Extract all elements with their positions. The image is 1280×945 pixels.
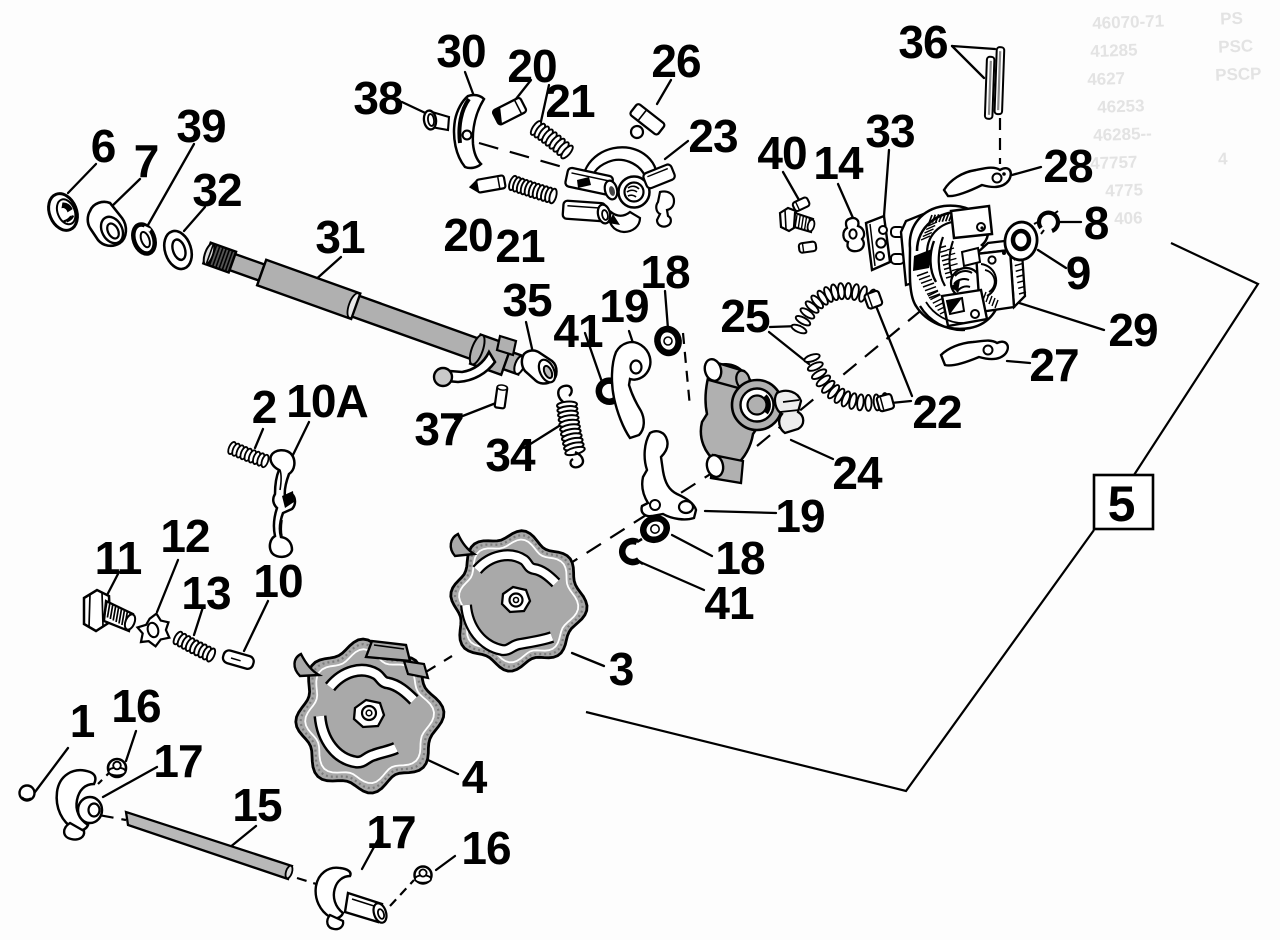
svg-text:15: 15	[232, 779, 282, 831]
svg-text:13: 13	[181, 567, 230, 619]
svg-text:29: 29	[1108, 304, 1157, 356]
svg-text:20: 20	[507, 40, 556, 92]
svg-text:46070-71: 46070-71	[1092, 11, 1164, 32]
svg-text:21: 21	[495, 220, 545, 272]
svg-text:4: 4	[462, 751, 488, 803]
svg-text:30: 30	[436, 25, 485, 77]
svg-text:6: 6	[91, 120, 116, 172]
svg-text:27: 27	[1029, 339, 1078, 391]
svg-text:24: 24	[832, 447, 883, 499]
svg-text:3: 3	[609, 643, 634, 695]
svg-text:37: 37	[414, 403, 463, 455]
svg-text:41: 41	[553, 305, 603, 357]
svg-text:21: 21	[545, 75, 595, 127]
svg-text:2: 2	[252, 381, 277, 433]
svg-text:9: 9	[1066, 247, 1091, 299]
svg-text:41285: 41285	[1090, 40, 1138, 61]
svg-text:47757: 47757	[1090, 152, 1138, 173]
svg-text:18: 18	[640, 246, 690, 298]
svg-text:34: 34	[485, 429, 536, 481]
svg-text:19: 19	[775, 490, 824, 542]
svg-text:31: 31	[315, 211, 365, 263]
svg-text:4775: 4775	[1105, 180, 1143, 200]
svg-text:17: 17	[153, 735, 202, 787]
svg-text:10A: 10A	[286, 375, 367, 427]
svg-text:35: 35	[502, 274, 552, 326]
svg-text:PSC: PSC	[1218, 36, 1254, 56]
svg-text:14: 14	[813, 137, 864, 189]
svg-text:33: 33	[865, 105, 914, 157]
svg-text:10: 10	[253, 555, 302, 607]
svg-text:26: 26	[651, 35, 700, 87]
svg-text:406: 406	[1114, 208, 1143, 228]
svg-text:23: 23	[688, 110, 737, 162]
svg-text:28: 28	[1043, 140, 1093, 192]
svg-text:7: 7	[134, 135, 159, 187]
svg-text:38: 38	[353, 72, 403, 124]
svg-text:11: 11	[95, 532, 142, 584]
svg-text:39: 39	[176, 100, 225, 152]
svg-text:PSCP: PSCP	[1215, 64, 1262, 85]
svg-text:12: 12	[160, 510, 209, 562]
svg-text:5: 5	[1108, 476, 1135, 532]
svg-text:46285--: 46285--	[1093, 124, 1152, 145]
svg-text:46253: 46253	[1097, 96, 1145, 117]
svg-text:16: 16	[461, 822, 510, 874]
svg-text:41: 41	[704, 577, 754, 629]
svg-text:8: 8	[1084, 197, 1109, 249]
svg-text:PS: PS	[1220, 9, 1243, 29]
svg-text:17: 17	[366, 806, 415, 858]
svg-text:16: 16	[111, 680, 160, 732]
svg-text:36: 36	[898, 16, 947, 68]
svg-text:25: 25	[720, 290, 770, 342]
svg-text:40: 40	[757, 127, 806, 179]
svg-text:4: 4	[1218, 149, 1229, 168]
svg-text:1: 1	[70, 695, 95, 747]
svg-text:22: 22	[912, 386, 961, 438]
svg-text:4627: 4627	[1087, 69, 1125, 89]
svg-text:32: 32	[192, 164, 241, 216]
svg-text:19: 19	[599, 280, 648, 332]
svg-text:20: 20	[443, 209, 492, 261]
svg-text:18: 18	[715, 532, 765, 584]
